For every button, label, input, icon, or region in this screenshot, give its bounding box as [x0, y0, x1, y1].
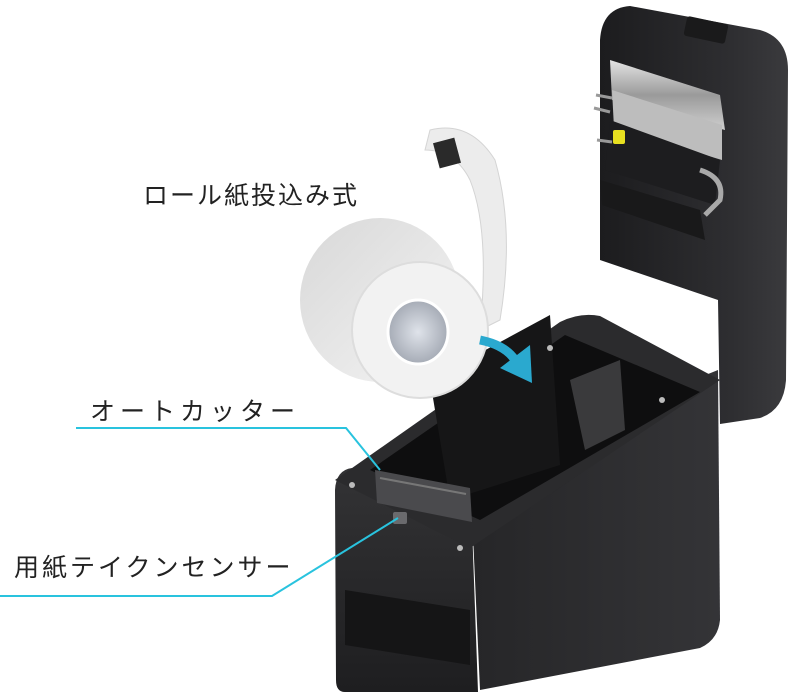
label-paper-take-sensor: 用紙テイクンセンサー [14, 553, 294, 582]
printer-body [335, 314, 720, 692]
callout-lines [0, 427, 399, 597]
label-auto-cutter: オートカッター [90, 397, 301, 426]
callout-line-auto-cutter [76, 427, 381, 471]
paper-roll [300, 127, 507, 399]
insert-arrow-icon [479, 335, 532, 383]
paper-take-sensor-part [393, 512, 407, 524]
print-head-mechanism [593, 60, 725, 240]
sensor-indicator [613, 130, 625, 144]
label-roll-loading: ロール紙投込み式 [143, 181, 360, 210]
printer-lid [593, 6, 788, 424]
callout-line-sensor [0, 517, 399, 597]
paper-guide [570, 360, 625, 450]
auto-cutter-part [375, 470, 472, 522]
